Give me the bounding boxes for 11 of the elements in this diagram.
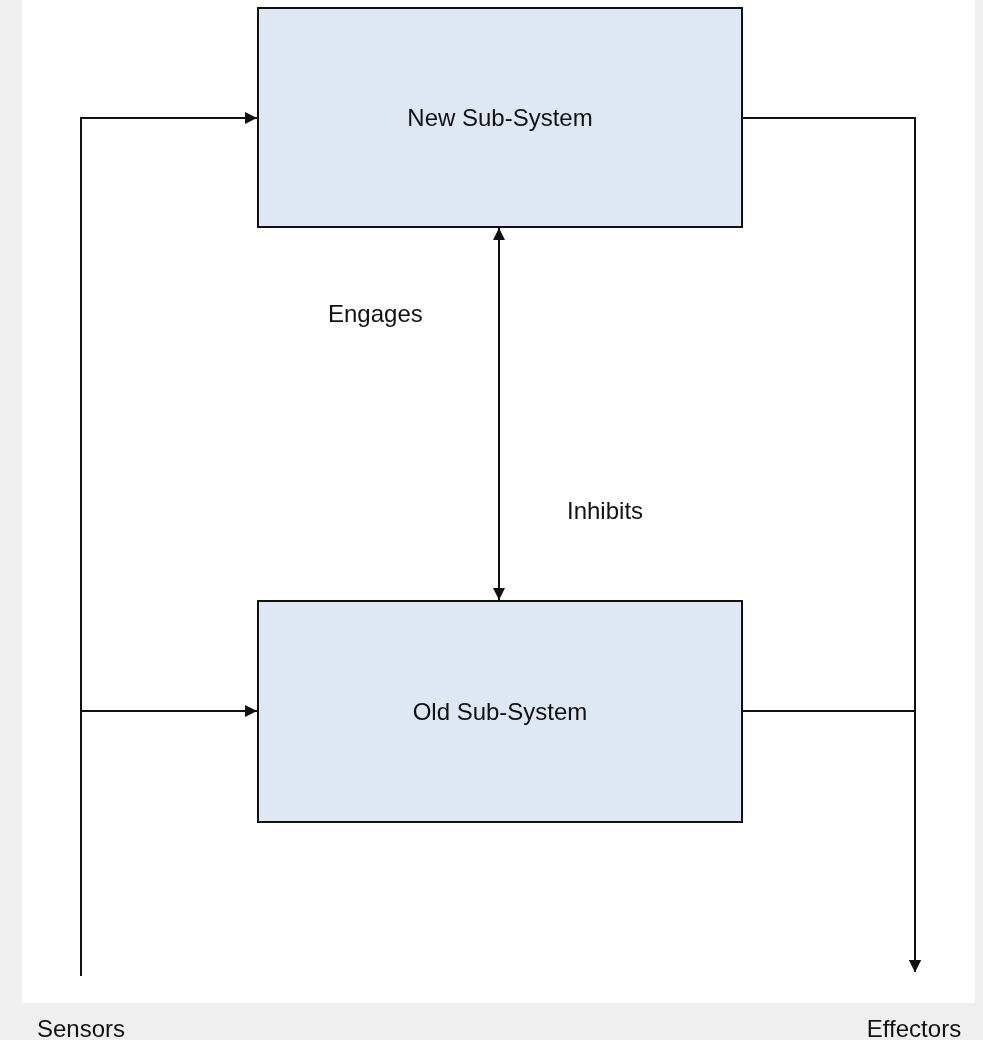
arrow [80, 705, 258, 977]
io-label: Effectors [866, 1015, 962, 1040]
box-label: New Sub-System [407, 103, 593, 132]
arrow [493, 227, 505, 601]
io-label: Sensors [36, 1015, 125, 1040]
annotation-text: Inhibits [567, 497, 644, 525]
arrow [742, 710, 921, 973]
box-label: Old Sub-System [412, 697, 588, 726]
process-box [257, 600, 743, 823]
process-box [257, 7, 743, 228]
annotation-text: Engages [328, 300, 423, 328]
